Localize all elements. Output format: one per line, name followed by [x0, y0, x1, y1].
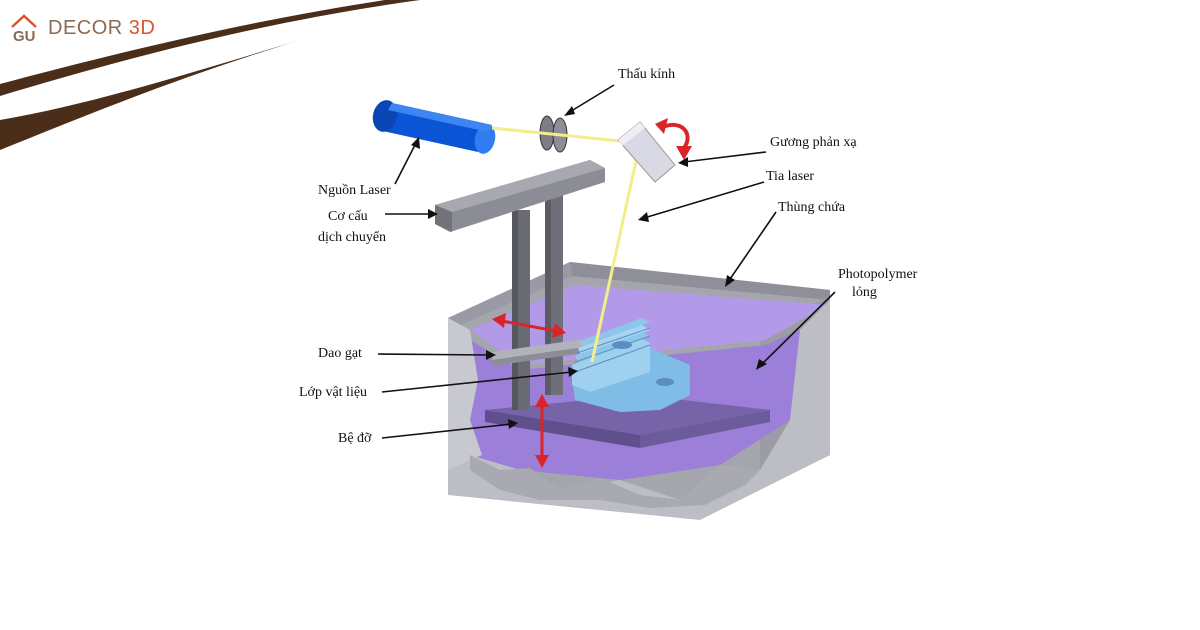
label-photopolymer-line1: Photopolymer	[838, 267, 918, 282]
label-laser-beam: Tia laser	[766, 169, 815, 184]
platform-motion-arrow	[535, 394, 549, 468]
recoater-motion-arrow	[492, 313, 566, 338]
brand-swoosh-lower	[0, 40, 300, 150]
brand-logo[interactable]: GU DECOR 3D	[10, 12, 155, 44]
mirror	[617, 121, 676, 183]
logo-letters: GU	[13, 28, 36, 43]
label-platform: Bệ đỡ	[338, 431, 372, 446]
leader-arrows	[377, 84, 836, 439]
laser-source	[372, 100, 496, 154]
house-logo-icon: GU	[11, 14, 37, 43]
label-recoater: Dao gạt	[318, 346, 362, 361]
label-mechanism-line1: Cơ cấu	[328, 209, 368, 224]
label-laser-source: Nguồn Laser	[318, 183, 391, 198]
label-material-layer: Lớp vật liệu	[299, 385, 368, 400]
label-tank: Thùng chứa	[778, 200, 846, 215]
platform	[485, 395, 770, 435]
label-photopolymer-line2: lỏng	[852, 285, 877, 300]
label-lens: Thấu kính	[618, 67, 676, 82]
label-mirror: Gương phản xạ	[770, 135, 857, 150]
gantry	[435, 160, 605, 232]
brand-name: DECOR 3D	[48, 16, 156, 39]
label-mechanism-line2: dịch chuyển	[318, 230, 387, 245]
sla-diagram	[372, 84, 836, 520]
